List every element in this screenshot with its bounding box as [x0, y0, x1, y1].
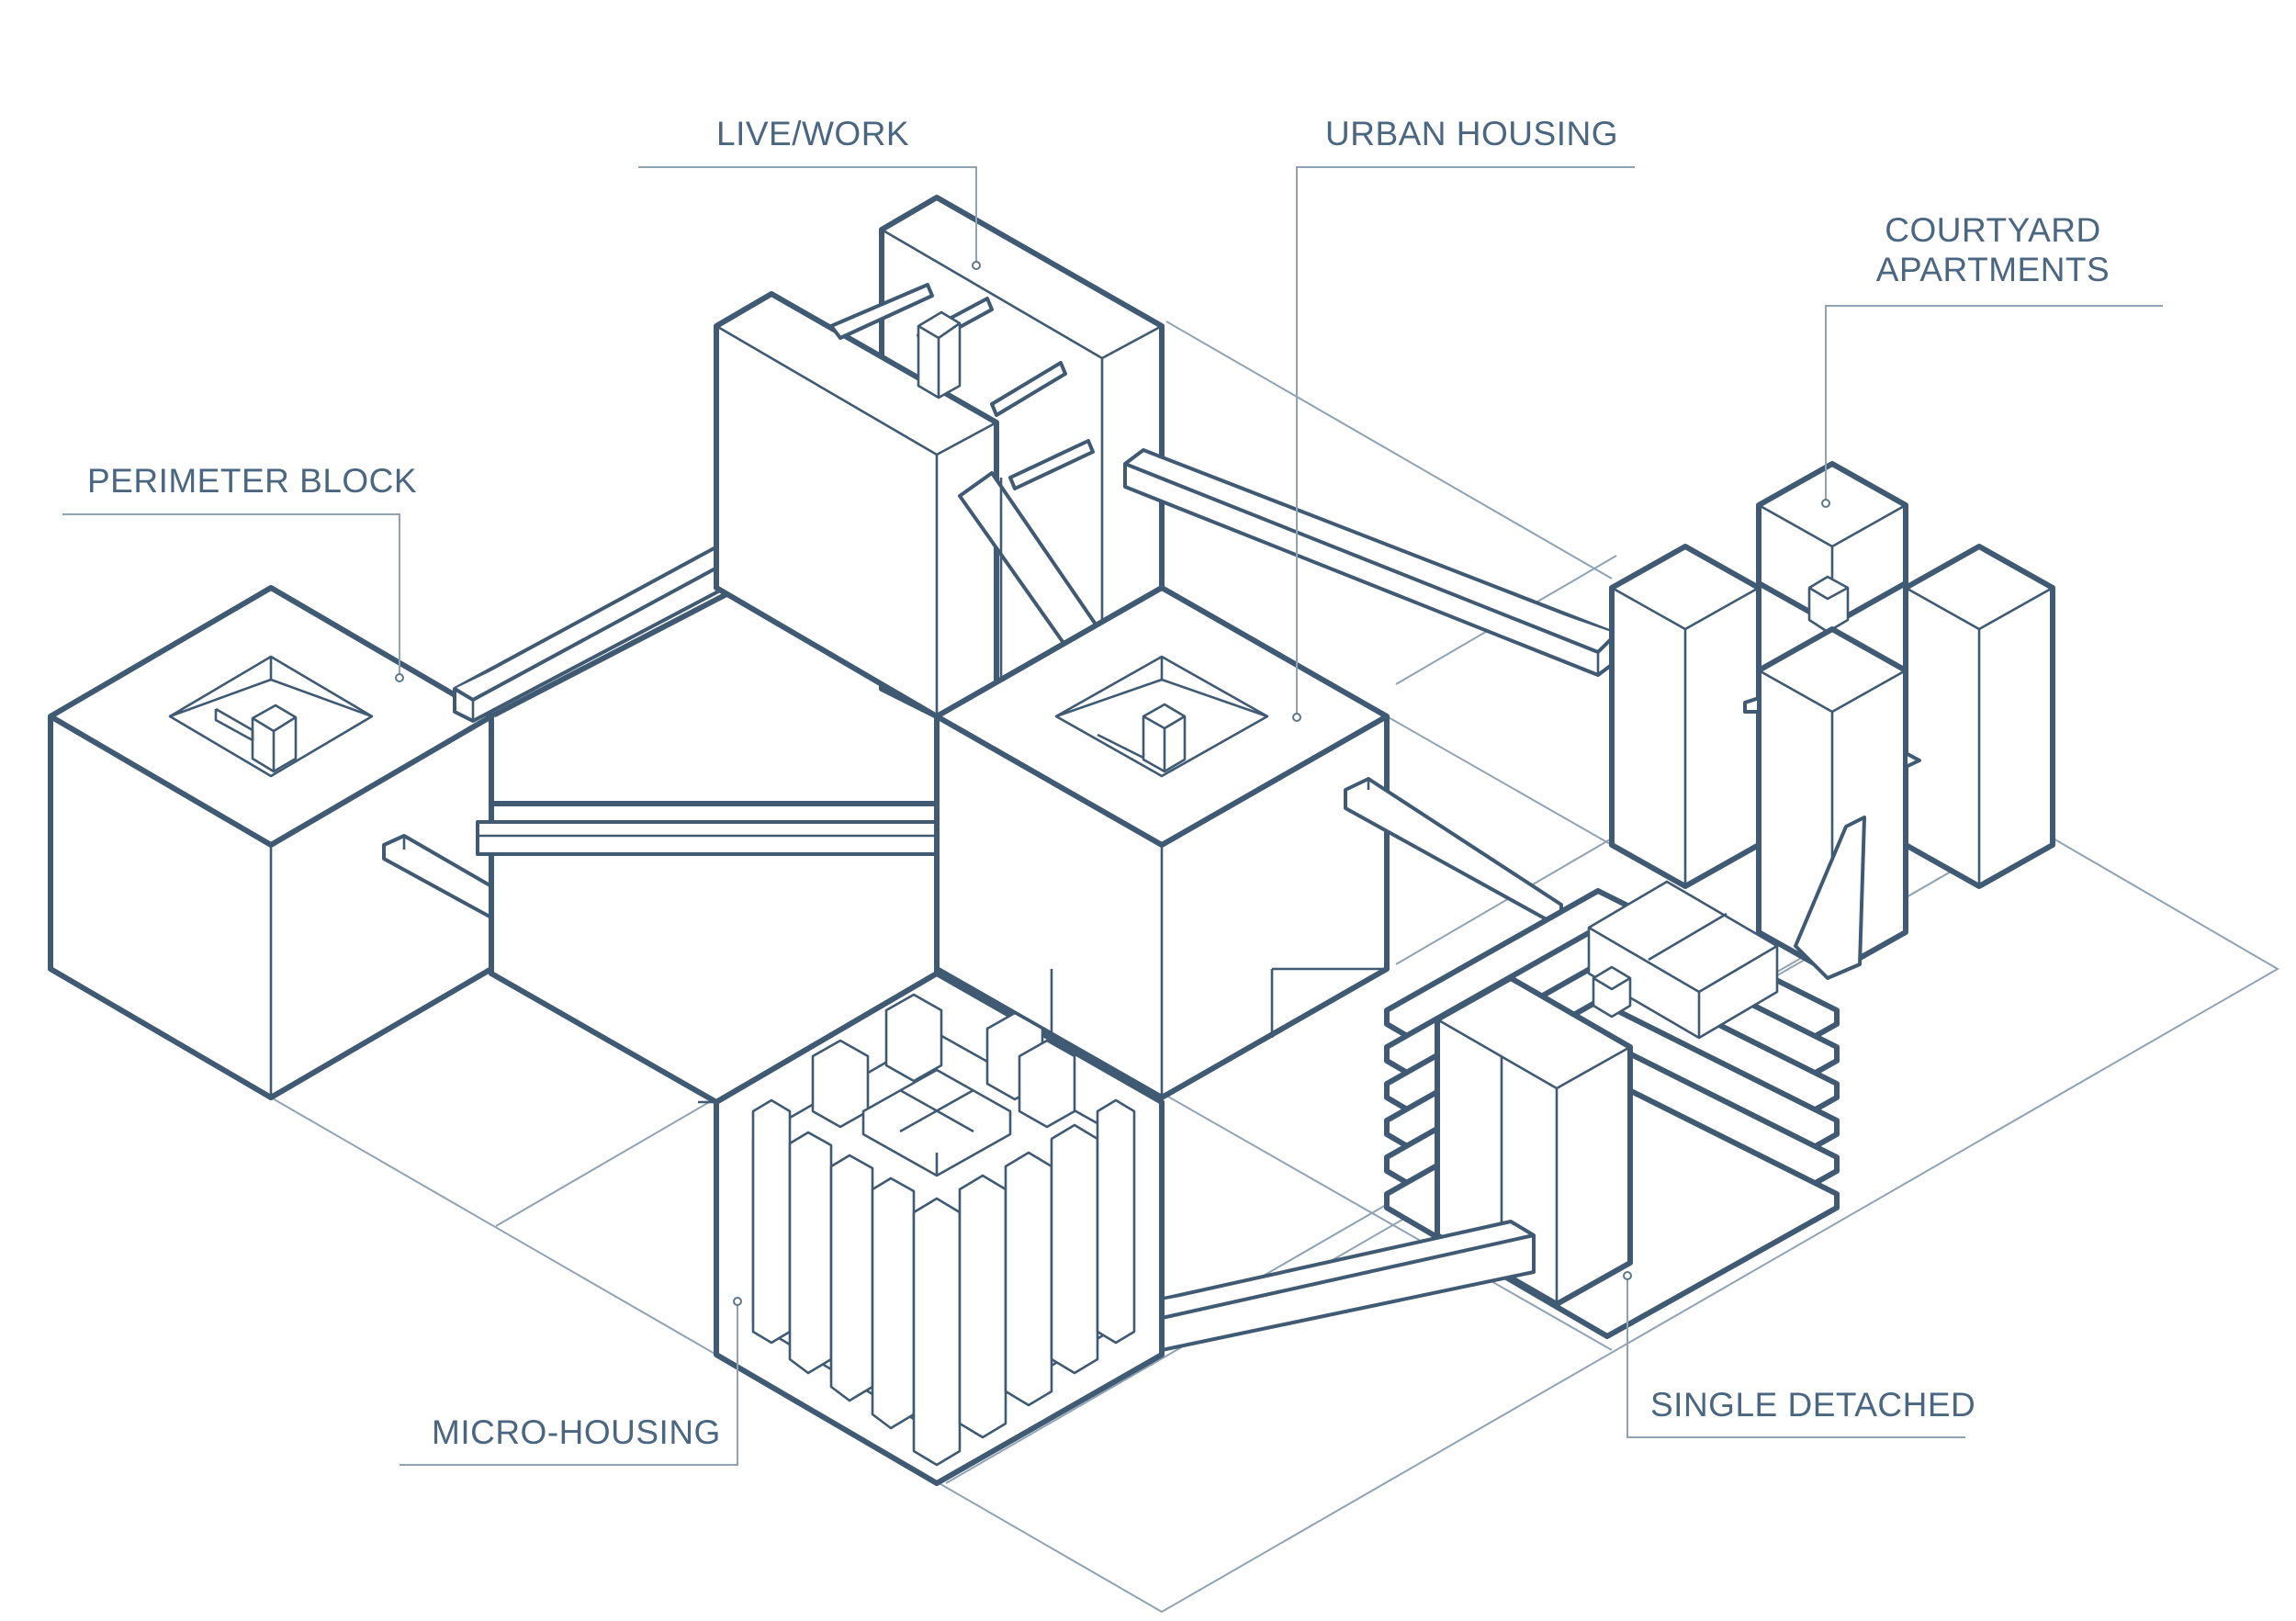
courtyard-apartments-building — [1609, 461, 2055, 980]
urban-housing-building — [934, 585, 1390, 1100]
connector-beams-right — [1123, 448, 1618, 929]
label-micro-housing: MICRO-HOUSING — [432, 1413, 721, 1451]
connector-beam-bottom — [1137, 1220, 1536, 1352]
single-detached-building — [1384, 880, 1840, 1339]
label-courtyard-line1: COURTYARD — [1885, 211, 2100, 249]
leader-lines — [62, 166, 2163, 1466]
label-perimeter-block: PERIMETER BLOCK — [87, 462, 417, 500]
label-single-detached: SINGLE DETACHED — [1650, 1386, 1975, 1424]
diagram-labels: LIVE/WORK URBAN HOUSING COURTYARD APARTM… — [87, 115, 2110, 1451]
label-urban-housing: URBAN HOUSING — [1325, 115, 1618, 152]
central-platform — [476, 590, 957, 1105]
label-courtyard-line2: APARTMENTS — [1876, 251, 2110, 288]
label-live-work: LIVE/WORK — [716, 115, 909, 152]
perimeter-block-building — [48, 585, 494, 1100]
micro-housing-building — [714, 971, 1165, 1486]
